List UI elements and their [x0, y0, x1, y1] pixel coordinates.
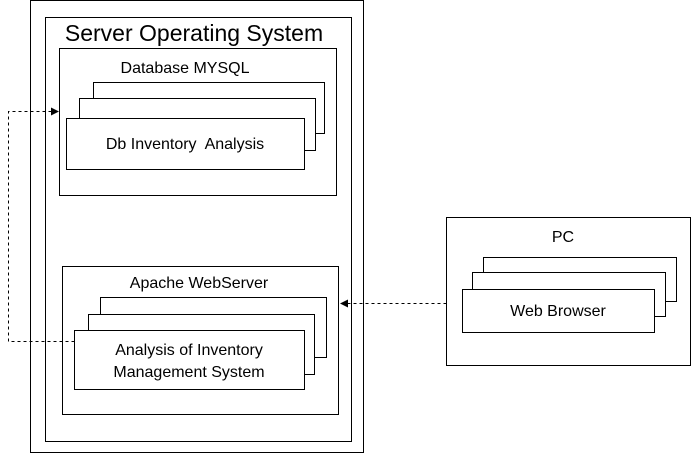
webserver-stack: Analysis of Inventory Management System: [74, 297, 327, 390]
pc-stack: Web Browser: [462, 257, 677, 333]
webserver-stack-label-line1: Analysis of Inventory: [115, 342, 263, 359]
database-container: Database MYSQL Db Inventory Analysis: [59, 48, 337, 196]
database-stack-label: Db Inventory Analysis: [106, 136, 264, 153]
pc-node: PC Web Browser: [446, 217, 691, 366]
webserver-stack-label-line2: Management System: [113, 364, 264, 381]
server-title: Server Operating System: [65, 20, 323, 46]
pc-title: PC: [552, 229, 574, 246]
pc-stack-front: [462, 289, 655, 333]
database-stack: Db Inventory Analysis: [66, 82, 325, 170]
pc-stack-label: Web Browser: [510, 303, 606, 320]
database-stack-front: [66, 118, 305, 170]
webserver-container: Apache WebServer Analysis of Inventory M…: [62, 266, 339, 415]
webserver-to-database-connector: [8, 107, 75, 342]
webserver-title: Apache WebServer: [130, 275, 269, 292]
webserver-stack-front: [74, 330, 305, 390]
database-title: Database MYSQL: [121, 60, 250, 77]
